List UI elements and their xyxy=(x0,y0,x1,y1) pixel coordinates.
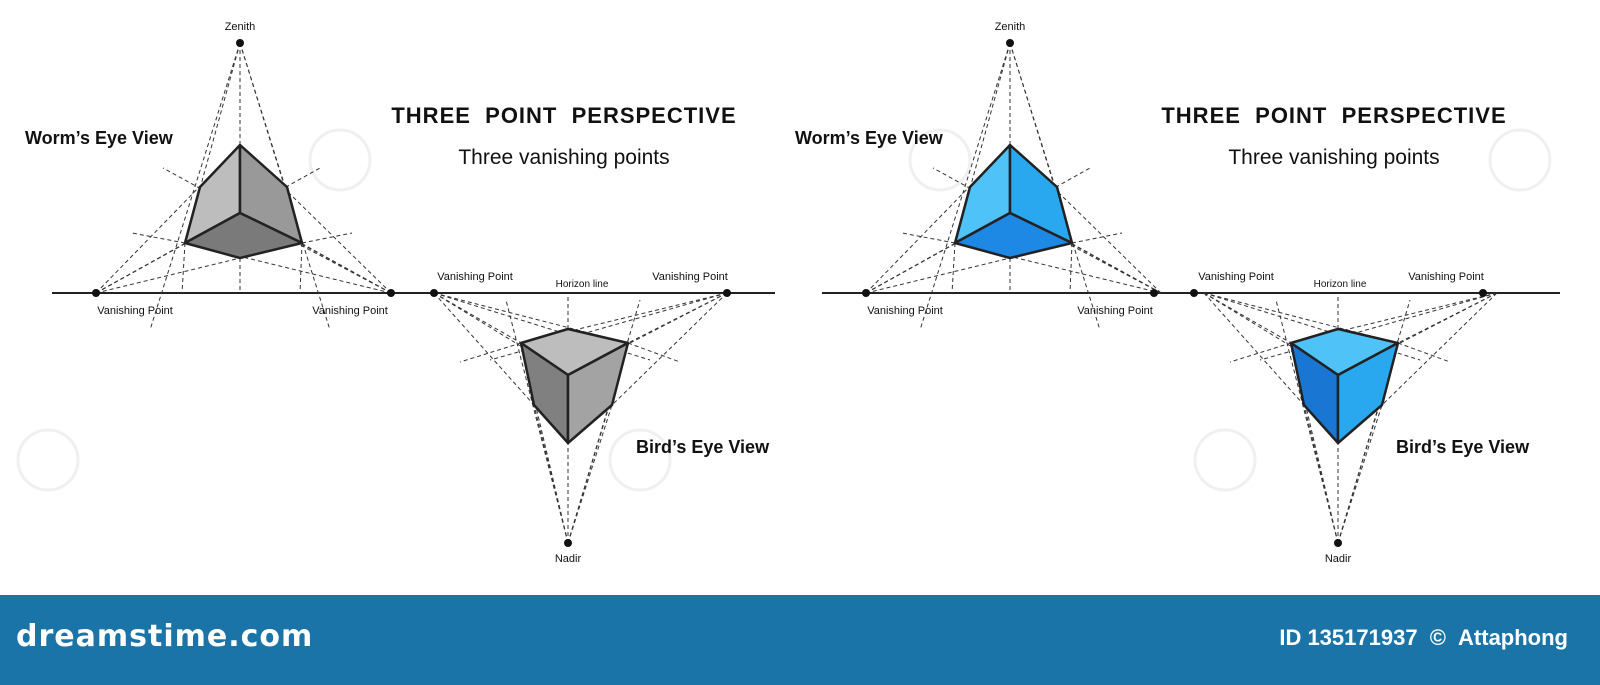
zenith-point xyxy=(236,39,244,47)
birds-eye-view-label: Bird’s Eye View xyxy=(1396,437,1530,457)
vanishing-point-left xyxy=(92,289,100,297)
copyright-icon: © xyxy=(1429,625,1446,650)
birds-eye-view-label: Bird’s Eye View xyxy=(636,437,770,457)
zenith-label: Zenith xyxy=(225,21,256,33)
footer-bar: dreamstime.com ID 135171937 © Attaphong xyxy=(0,595,1600,685)
horizon-line-label: Horizon line xyxy=(1314,279,1367,290)
panel-gray: Zenith Nadir Worm’s Eye View Bird’s Eye … xyxy=(16,21,775,565)
image-id: ID 135171937 xyxy=(1279,625,1418,650)
vanishing-point-bird-right xyxy=(723,289,731,297)
vanishing-point-bird-right-label: Vanishing Point xyxy=(1408,271,1484,283)
bird-cube xyxy=(1289,327,1400,445)
diagram-stage: Zenith Nadir Worm’s Eye View Bird’s Eye … xyxy=(16,21,1560,565)
diagram-title: THREE POINT PERSPECTIVE xyxy=(1161,103,1506,128)
vanishing-point-bird-left xyxy=(1190,289,1198,297)
vanishing-point-right-label: Vanishing Point xyxy=(1077,305,1153,317)
nadir-label: Nadir xyxy=(1325,553,1352,565)
diagram-subtitle: Three vanishing points xyxy=(458,146,669,169)
nadir-label: Nadir xyxy=(555,553,582,565)
image-credit: ID 135171937 © Attaphong xyxy=(1273,625,1568,651)
diagram-subtitle: Three vanishing points xyxy=(1228,146,1439,169)
author-name: Attaphong xyxy=(1458,625,1568,650)
vanishing-point-left-label: Vanishing Point xyxy=(97,305,173,317)
worm-cube-bottom-face xyxy=(953,211,1074,260)
watermark xyxy=(16,128,672,492)
bird-cube-right-face xyxy=(566,341,630,445)
dreamstime-logo[interactable]: dreamstime.com xyxy=(16,619,313,654)
vanishing-point-left xyxy=(862,289,870,297)
vanishing-point-right xyxy=(387,289,395,297)
panel-blue: Zenith Nadir Worm’s Eye View Bird’s Eye … xyxy=(795,21,1560,565)
vanishing-point-bird-left-label: Vanishing Point xyxy=(1198,271,1274,283)
zenith-point xyxy=(1006,39,1014,47)
vanishing-point-bird-right-label: Vanishing Point xyxy=(652,271,728,283)
zenith-label: Zenith xyxy=(995,21,1026,33)
nadir-point xyxy=(564,539,572,547)
worms-eye-view-label: Worm’s Eye View xyxy=(25,128,174,148)
vanishing-point-bird-left-label: Vanishing Point xyxy=(437,271,513,283)
nadir-point xyxy=(1334,539,1342,547)
vanishing-point-bird-right xyxy=(1479,289,1487,297)
watermark xyxy=(908,128,1552,492)
vanishing-point-right-label: Vanishing Point xyxy=(312,305,388,317)
vanishing-point-right xyxy=(1150,289,1158,297)
worm-cube xyxy=(183,143,304,260)
vanishing-point-bird-left xyxy=(430,289,438,297)
worm-cube-bottom-face xyxy=(183,211,304,260)
worm-cube xyxy=(953,143,1074,260)
horizon-line-label: Horizon line xyxy=(556,279,609,290)
diagram-title: THREE POINT PERSPECTIVE xyxy=(391,103,736,128)
worms-eye-view-label: Worm’s Eye View xyxy=(795,128,944,148)
bird-cube xyxy=(519,327,630,445)
logo-text: dreamstime.com xyxy=(16,619,314,654)
bird-cube-right-face xyxy=(1336,341,1400,445)
perspective-diagram: Zenith Nadir Worm’s Eye View Bird’s Eye … xyxy=(16,21,1560,565)
vanishing-point-left-label: Vanishing Point xyxy=(867,305,943,317)
